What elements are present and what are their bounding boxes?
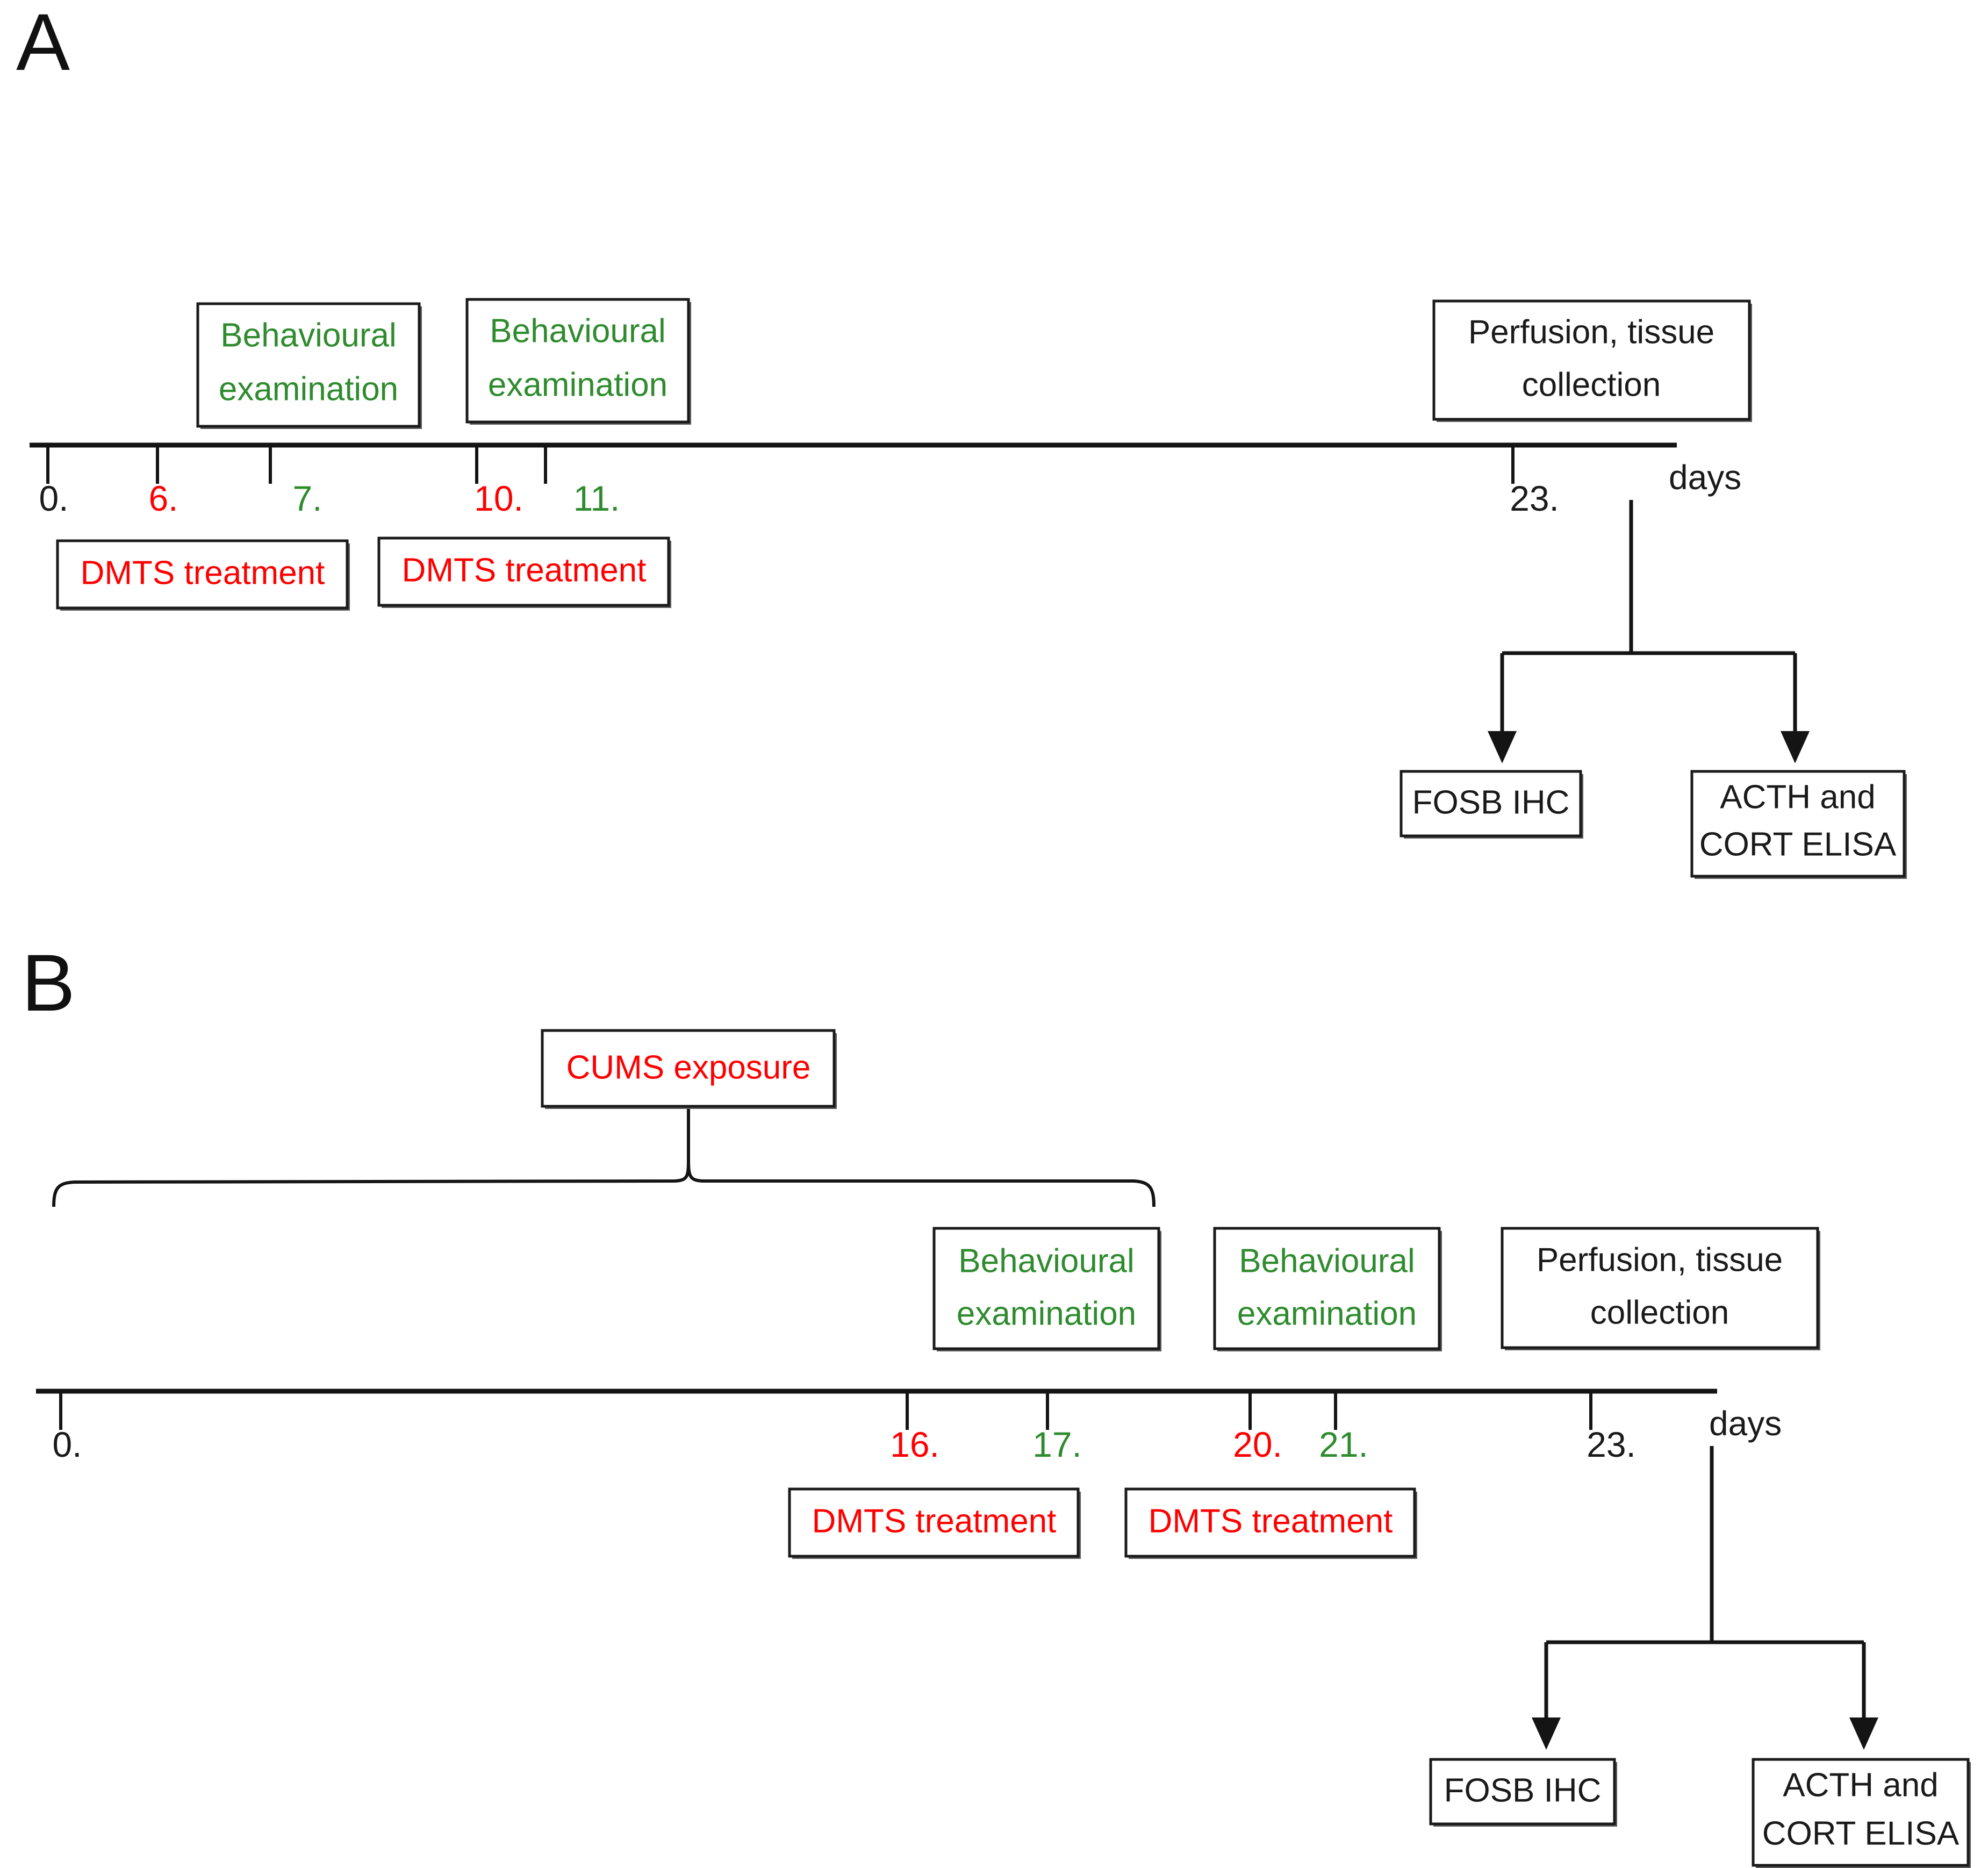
panel-a-dmts-box-2: DMTS treatment — [377, 536, 671, 608]
panel-b-acth-cort-elisa-line-1: ACTH and — [1783, 1766, 1938, 1803]
panel-b-arrowhead-left — [1532, 1717, 1561, 1750]
panel-a-day-label-0: 0. — [39, 478, 68, 518]
panel-a-endpoint-connector — [1500, 500, 1797, 742]
panel-b-cums-brace — [52, 1161, 1156, 1207]
panel-b-day-label-23: 23. — [1587, 1425, 1636, 1464]
panel-a-behavioural-box-1-line-2: examination — [219, 370, 398, 407]
panel-a-arrowhead-right — [1781, 731, 1810, 763]
panel-a: A Behavioural examination Behavioural ex… — [16, 0, 1907, 879]
panel-b-dmts-box-2: DMTS treatment — [1124, 1487, 1417, 1559]
panel-b-behavioural-box-2-line-1: Behavioural — [1239, 1242, 1415, 1279]
panel-a-perfusion-box-line-1: Perfusion, tissue — [1468, 313, 1714, 350]
panel-a-day-label-6: 6. — [148, 478, 178, 518]
panel-b-dmts-box-1-label: DMTS treatment — [812, 1502, 1057, 1540]
panel-b-arrowhead-right — [1849, 1717, 1878, 1750]
panel-b-acth-cort-elisa-line-2: CORT ELISA — [1762, 1815, 1960, 1852]
panel-b-behavioural-box-2-line-2: examination — [1237, 1295, 1417, 1332]
panel-b: B CUMS exposure Behavioural examination — [21, 937, 1971, 1868]
panel-a-acth-cort-elisa-box: ACTH and CORT ELISA — [1690, 770, 1907, 879]
panel-a-day-label-23: 23. — [1510, 478, 1559, 518]
panel-b-perfusion-box-line-1: Perfusion, tissue — [1537, 1241, 1783, 1278]
panel-a-fosb-ihc-box: FOSB IHC — [1400, 770, 1583, 839]
panel-b-behavioural-box-1: Behavioural examination — [932, 1227, 1161, 1351]
panel-a-dmts-box-1-label: DMTS treatment — [81, 554, 325, 591]
panel-letter-a: A — [16, 0, 70, 87]
panel-a-behavioural-box-1-line-1: Behavioural — [220, 317, 396, 354]
panel-b-behavioural-box-1-line-2: examination — [957, 1295, 1136, 1332]
panel-a-acth-cort-elisa-line-1: ACTH and — [1720, 778, 1875, 815]
panel-a-axis-unit: days — [1669, 458, 1741, 497]
panel-a-arrowhead-left — [1488, 731, 1517, 763]
panel-b-behavioural-box-1-line-1: Behavioural — [958, 1242, 1134, 1279]
panel-b-fosb-ihc-label: FOSB IHC — [1444, 1772, 1602, 1809]
panel-a-perfusion-box: Perfusion, tissue collection — [1432, 299, 1752, 422]
panel-b-endpoint-connector — [1544, 1446, 1866, 1728]
panel-a-behavioural-box-2-line-1: Behavioural — [490, 312, 665, 349]
panel-b-perfusion-box: Perfusion, tissue collection — [1501, 1227, 1820, 1350]
panel-b-dmts-box-2-label: DMTS treatment — [1149, 1502, 1393, 1540]
panel-a-behavioural-box-2-line-2: examination — [488, 366, 668, 403]
panel-b-day-label-17: 17. — [1032, 1425, 1082, 1464]
panel-b-axis-unit: days — [1709, 1404, 1782, 1443]
panel-b-cums-exposure-label: CUMS exposure — [566, 1049, 811, 1086]
panel-letter-b: B — [21, 937, 75, 1028]
panel-b-cums-exposure-box: CUMS exposure — [541, 1029, 837, 1109]
panel-a-fosb-ihc-label: FOSB IHC — [1412, 784, 1570, 821]
panel-b-day-label-21: 21. — [1319, 1425, 1368, 1464]
panel-b-dmts-box-1: DMTS treatment — [788, 1487, 1081, 1559]
panel-b-day-label-20: 20. — [1233, 1425, 1282, 1464]
panel-a-dmts-box-1: DMTS treatment — [56, 539, 350, 611]
panel-b-day-label-0: 0. — [52, 1425, 82, 1464]
panel-a-day-label-10: 10. — [474, 478, 523, 518]
panel-a-day-label-7: 7. — [292, 478, 322, 518]
panel-b-fosb-ihc-box: FOSB IHC — [1429, 1758, 1617, 1827]
panel-b-perfusion-box-line-2: collection — [1590, 1294, 1729, 1331]
panel-a-behavioural-box-2: Behavioural examination — [465, 298, 691, 425]
panel-b-acth-cort-elisa-box: ACTH and CORT ELISA — [1752, 1758, 1971, 1868]
panel-a-acth-cort-elisa-line-2: CORT ELISA — [1699, 826, 1897, 863]
panel-a-perfusion-box-line-2: collection — [1522, 366, 1661, 403]
panel-a-dmts-box-2-label: DMTS treatment — [402, 552, 647, 589]
panel-a-behavioural-box-1: Behavioural examination — [196, 302, 422, 429]
panel-a-day-label-11: 11. — [573, 478, 620, 518]
panel-b-behavioural-box-2: Behavioural examination — [1213, 1227, 1442, 1351]
panel-b-day-label-16: 16. — [890, 1425, 939, 1464]
